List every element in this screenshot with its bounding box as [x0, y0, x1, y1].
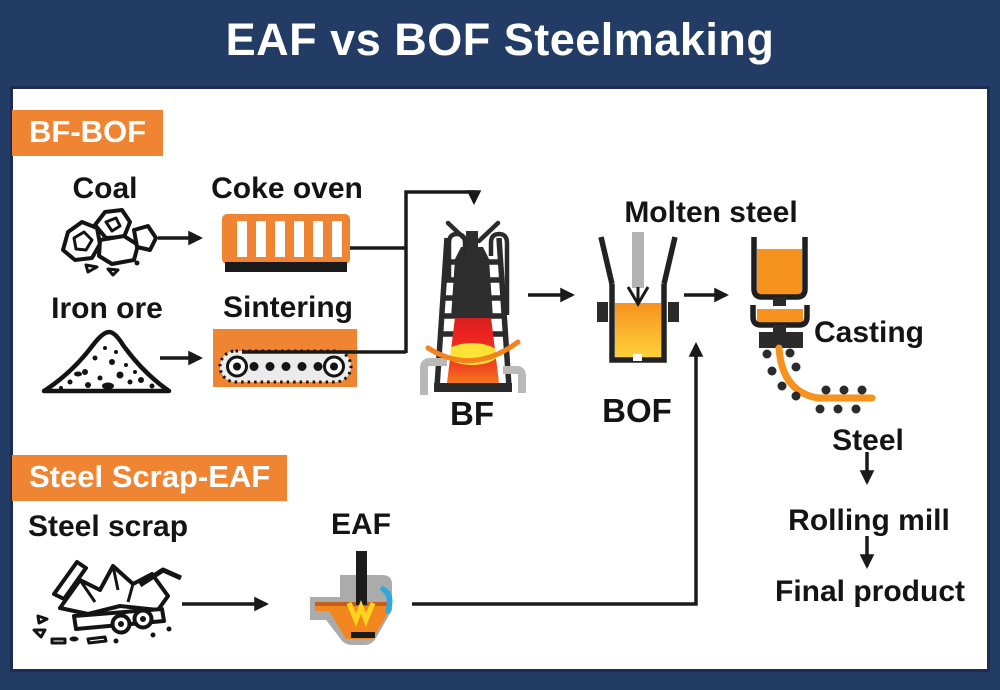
label-eaf: EAF: [331, 508, 391, 541]
label-final-product: Final product: [775, 575, 965, 608]
label-coke-oven: Coke oven: [211, 172, 363, 205]
label-iron-ore: Iron ore: [51, 292, 163, 325]
arrow-eaf-to-casting: [412, 342, 704, 606]
arrow-charge-to-bf: [404, 190, 482, 353]
eaf-furnace-icon: [310, 551, 393, 645]
bof-converter-icon: [597, 232, 679, 363]
label-bof: BOF: [602, 392, 672, 429]
blast-furnace-icon: [420, 220, 526, 395]
label-sintering: Sintering: [222, 291, 354, 324]
label-coal: Coal: [72, 172, 138, 205]
label-steel: Steel: [832, 424, 904, 457]
label-casting: Casting: [813, 316, 925, 349]
iron-ore-pile-icon: [41, 329, 172, 394]
scrap-pile-icon: [32, 560, 183, 645]
label-steel-scrap: Steel scrap: [27, 510, 189, 543]
coke-oven-icon: [222, 214, 350, 272]
label-bf: BF: [450, 395, 494, 432]
page-title: EAF vs BOF Steelmaking: [225, 14, 775, 65]
badge-steel-scrap-eaf: Steel Scrap-EAF: [12, 455, 288, 501]
badge-bf-bof: BF-BOF: [12, 110, 164, 156]
sintering-conveyor-icon: [213, 329, 357, 387]
label-molten-steel: Molten steel: [624, 196, 798, 229]
coal-pile-icon: [61, 208, 158, 277]
strand-rollers: [762, 348, 867, 414]
casting-machine-icon: [750, 237, 876, 414]
label-rolling-mill: Rolling mill: [788, 504, 950, 537]
